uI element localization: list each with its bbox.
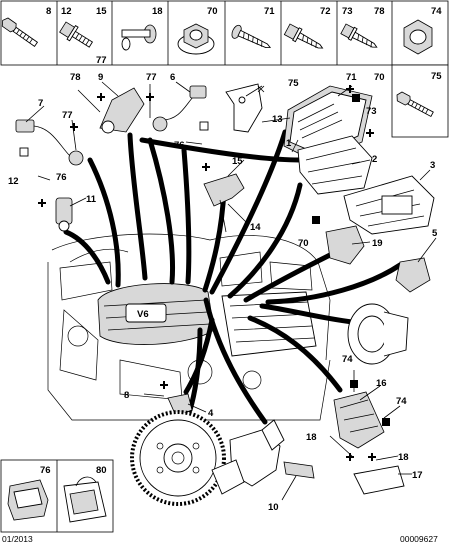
callout-74b: 74 bbox=[396, 396, 407, 407]
callout-19: 19 bbox=[372, 238, 383, 249]
module-16 bbox=[333, 391, 385, 449]
plus-markers bbox=[38, 85, 376, 461]
clips-panel: 76 80 bbox=[0, 459, 114, 533]
callout-1: 1 bbox=[286, 138, 292, 149]
bracket-75 bbox=[225, 83, 263, 133]
footer-date: 01/2013 bbox=[2, 534, 33, 544]
sensor-7 bbox=[15, 119, 84, 166]
wiring-harness bbox=[63, 129, 403, 425]
square-markers bbox=[19, 94, 390, 426]
hw-label-78: 78 bbox=[374, 6, 385, 17]
callout-7: 7 bbox=[38, 98, 43, 109]
hw-label-72: 72 bbox=[320, 6, 331, 17]
footer-ref: 00009627 bbox=[400, 534, 438, 544]
hw-label-75: 75 bbox=[431, 71, 442, 82]
engine-bay: V6 bbox=[47, 233, 331, 421]
hw-label-18: 18 bbox=[152, 6, 163, 17]
screw-icon bbox=[283, 23, 324, 49]
flywheel bbox=[130, 410, 226, 506]
callout-14: 14 bbox=[250, 222, 261, 233]
crank-sensor-14 bbox=[203, 173, 245, 233]
sensor-11 bbox=[55, 197, 73, 232]
clip-icon bbox=[63, 476, 107, 523]
callout-77a: 77 bbox=[62, 110, 73, 121]
callout-78: 78 bbox=[70, 72, 81, 83]
callout-13: 13 bbox=[272, 114, 283, 125]
screw-icon bbox=[340, 23, 378, 48]
callout-17: 17 bbox=[412, 470, 423, 481]
hw-label-71: 71 bbox=[264, 6, 275, 17]
callout-76a: 76 bbox=[56, 172, 67, 183]
x-marker bbox=[257, 85, 265, 93]
screw-icon bbox=[231, 24, 272, 49]
callout-18b: 18 bbox=[398, 452, 409, 463]
callout-2: 2 bbox=[372, 154, 377, 165]
callout-18a: 18 bbox=[306, 432, 317, 443]
airflow-meter bbox=[347, 303, 409, 365]
callout-8: 8 bbox=[124, 390, 129, 401]
callout-70a: 70 bbox=[298, 238, 309, 249]
hw-label-74: 74 bbox=[431, 6, 442, 17]
ecu-module bbox=[283, 85, 373, 195]
callout-15: 15 bbox=[232, 156, 243, 167]
bolt-icon bbox=[396, 91, 434, 118]
sensor-5 bbox=[395, 257, 431, 293]
engine-badge: V6 bbox=[137, 309, 149, 320]
hw-label-73: 73 bbox=[342, 6, 353, 17]
hex-nut-icon bbox=[403, 19, 433, 55]
callout-74a: 74 bbox=[342, 354, 353, 365]
callout-9: 9 bbox=[98, 72, 103, 83]
callout-75: 75 bbox=[288, 78, 299, 89]
hardware-panel: 8 12 15 77 18 70 71 72 73 78 74 75 bbox=[0, 0, 449, 138]
callout-70b: 70 bbox=[374, 72, 385, 83]
flange-nut-icon bbox=[177, 23, 215, 55]
bracket-17 bbox=[353, 465, 405, 495]
bolt-icon bbox=[1, 17, 39, 47]
coolant-housing bbox=[211, 419, 285, 495]
callout-71: 71 bbox=[346, 72, 357, 83]
callout-leaders bbox=[25, 81, 437, 501]
hw-label-12: 12 bbox=[61, 6, 72, 17]
callout-77b: 77 bbox=[146, 72, 157, 83]
callout-3: 3 bbox=[430, 160, 435, 171]
callout-12: 12 bbox=[8, 176, 19, 187]
knock-sensor-6 bbox=[152, 85, 207, 132]
relay-19 bbox=[325, 225, 365, 265]
callout-11: 11 bbox=[86, 194, 97, 205]
callout-5: 5 bbox=[432, 228, 438, 239]
sensor-9 bbox=[99, 87, 145, 134]
hw-label-8: 8 bbox=[46, 6, 51, 17]
clip-label-76: 76 bbox=[40, 465, 51, 476]
callout-73: 73 bbox=[366, 106, 377, 117]
ecu-bracket bbox=[343, 175, 435, 235]
callout-numbers: 1 2 3 4 5 6 7 8 9 10 11 12 13 14 15 16 1… bbox=[8, 72, 438, 513]
hw-label-15: 15 bbox=[96, 6, 107, 17]
clip-label-80: 80 bbox=[96, 465, 107, 476]
callout-10: 10 bbox=[268, 502, 279, 513]
temp-sensor-10 bbox=[283, 461, 315, 479]
clip-icon bbox=[7, 479, 49, 521]
callout-6: 6 bbox=[170, 72, 175, 83]
callout-4: 4 bbox=[208, 408, 214, 419]
stud-icon bbox=[121, 24, 157, 51]
callout-76b: 76 bbox=[174, 140, 185, 151]
flange-bolt-icon bbox=[59, 21, 94, 48]
hw-label-70: 70 bbox=[207, 6, 218, 17]
callout-16: 16 bbox=[376, 378, 387, 389]
hw-label-77: 77 bbox=[96, 55, 107, 66]
